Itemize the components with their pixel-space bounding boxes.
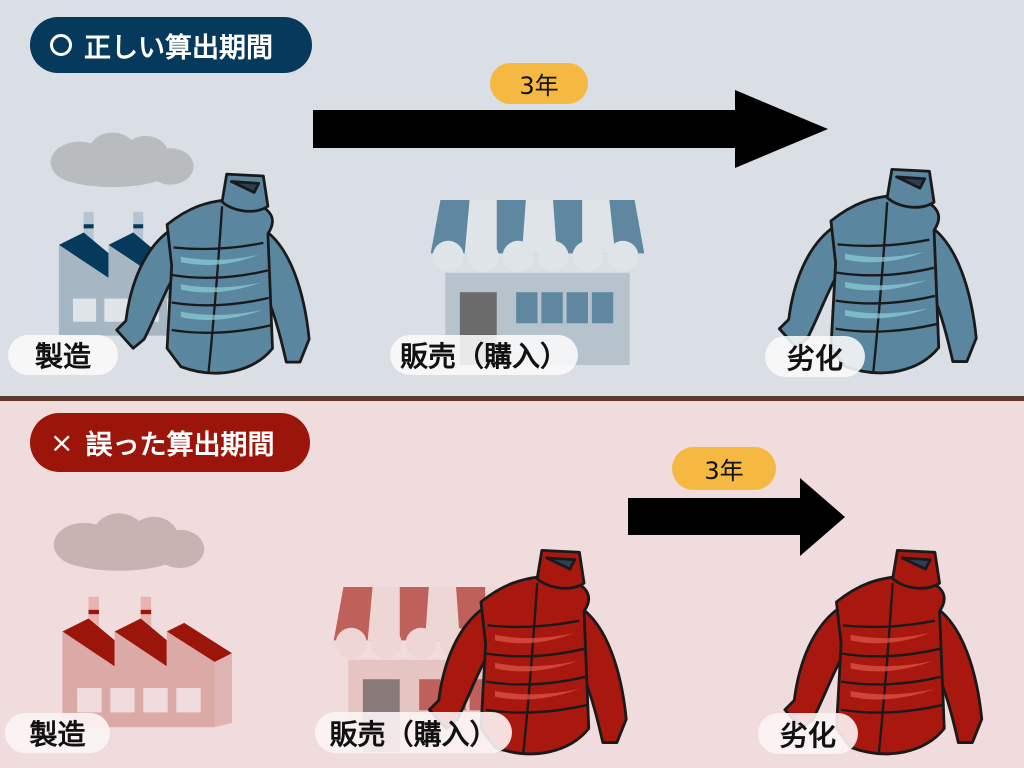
label-sale: 販売（購入） xyxy=(390,335,578,375)
label-deterioration: 劣化 xyxy=(765,336,865,377)
correct-period-badge: 正しい算出期間 xyxy=(30,17,312,73)
period-pill: 3年 xyxy=(672,447,776,490)
circle-mark-icon xyxy=(50,34,72,56)
period-pill: 3年 xyxy=(490,63,588,104)
period-arrow xyxy=(313,90,828,168)
label-manufacture: 製造 xyxy=(8,335,118,375)
correct-period-panel: 正しい算出期間 3年 製造 販売（購入） 劣化 xyxy=(8,17,978,385)
incorrect-period-panel: × 誤った算出期間 3年 製造 販売（購入） 劣化 xyxy=(0,401,1024,768)
label-deterioration: 劣化 xyxy=(758,713,858,754)
period-arrow xyxy=(628,478,845,556)
factory-illustration xyxy=(32,486,232,751)
cross-mark-icon: × xyxy=(50,426,74,459)
incorrect-period-badge: × 誤った算出期間 xyxy=(30,413,310,472)
badge-title: 正しい算出期間 xyxy=(84,32,273,64)
new-jacket-illustration xyxy=(105,165,330,385)
section-divider xyxy=(0,396,1024,401)
label-manufacture: 製造 xyxy=(5,713,110,753)
badge-title: 誤った算出期間 xyxy=(85,430,275,461)
label-sale: 販売（購入） xyxy=(315,712,512,753)
